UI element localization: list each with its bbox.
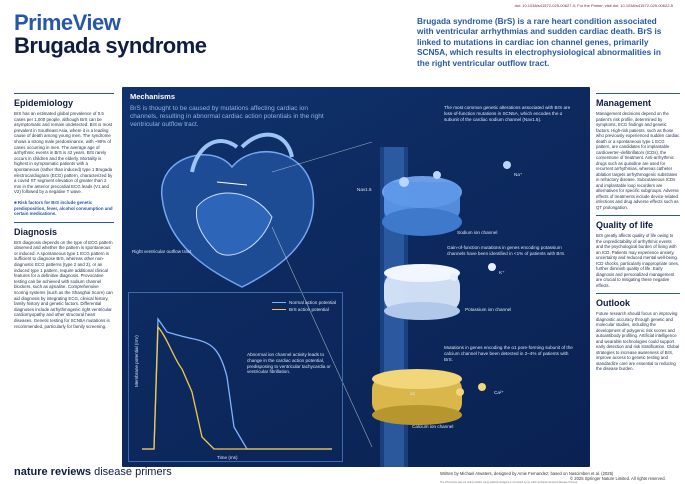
legend-brs: BrS action potential	[272, 307, 336, 312]
action-potential-plot	[142, 317, 332, 450]
page-title: Brugada syndrome	[14, 33, 207, 58]
calcium-text: Mutations in genes encoding the α1 pore-…	[444, 345, 573, 362]
mechanisms-illustration	[142, 132, 511, 467]
legend-swatch-brs	[272, 308, 286, 311]
divider	[14, 93, 114, 94]
divider	[596, 93, 680, 94]
journal-logo: nature reviews disease primers	[14, 466, 172, 478]
potassium-channel-label: Potassium ion channel	[465, 307, 512, 312]
diagnosis-text: BrS diagnosis depends on the type of ECG…	[14, 239, 113, 329]
risk-factors-note: ■ Risk factors for BrS include genetic p…	[14, 199, 113, 217]
header: PrimeView Brugada syndrome	[14, 12, 209, 58]
potassium-text: Gain-of-function mutations in genes enco…	[447, 245, 566, 256]
ca-ion-label: Ca²⁺	[494, 390, 504, 395]
intro-text: Brugada syndrome (BrS) is a rare heart c…	[417, 16, 662, 68]
mechanisms-title: Mechanisms	[130, 92, 176, 101]
brand-title: PrimeView	[14, 10, 121, 35]
nav-label: Nav1.5	[357, 187, 372, 192]
calcium-channel	[372, 369, 462, 425]
legend-brs-label: BrS action potential	[289, 307, 329, 312]
na-ion-label: Na⁺	[514, 172, 523, 177]
calcium-channel-label: Calcium ion channel	[412, 424, 454, 429]
logo-bold: nature reviews	[14, 466, 92, 478]
right-column: Management Management decisions depend o…	[596, 88, 680, 372]
divider	[596, 215, 680, 216]
sodium-channel-label: Sodium ion channel	[457, 230, 498, 235]
heart-illustration	[161, 132, 315, 288]
epidemiology-title: Epidemiology	[14, 98, 74, 108]
y-axis-label: Membrane potential (mV)	[134, 335, 139, 387]
outlook-text: Future research should focus on improvin…	[596, 311, 680, 371]
quality-text: BrS greatly affects quality of life owin…	[596, 233, 680, 288]
fine-print: The PrimeView was not visibly drafted us…	[440, 481, 578, 484]
epidemiology-text: BrS has an estimated global prevalence o…	[14, 111, 113, 195]
legend: Normal action potential BrS action poten…	[272, 300, 336, 314]
sodium-text: The most common genetic alterations asso…	[444, 105, 571, 122]
quality-title: Quality of life	[596, 220, 654, 230]
rvot-label: Right ventricular outflow tract	[132, 249, 192, 254]
divider	[14, 221, 114, 223]
sodium-channel	[382, 176, 462, 236]
mechanisms-panel: Mechanisms BrS is thought to be caused b…	[122, 87, 590, 467]
potassium-channel	[384, 264, 460, 320]
action-potential-box	[128, 292, 343, 462]
logo-light: disease primers	[91, 466, 172, 478]
legend-normal: Normal action potential	[272, 300, 336, 305]
legend-normal-label: Normal action potential	[289, 300, 336, 305]
doi-line: doi: 10.1038/s41572-025-00627-0; For the…	[514, 3, 673, 8]
alpha-label: α1	[410, 391, 416, 396]
legend-swatch-normal	[272, 301, 286, 304]
divider	[596, 293, 680, 294]
diagnosis-title: Diagnosis	[14, 226, 58, 237]
k-ion-label: K⁺	[499, 270, 505, 275]
outlook-title: Outlook	[596, 298, 630, 308]
copyright-line: © 2025 Springer Nature Limited. All righ…	[570, 476, 666, 481]
x-axis-label: Time (ms)	[217, 455, 238, 460]
left-column: Epidemiology BrS has an estimated global…	[14, 88, 114, 329]
abnormal-text: Abnormal ion channel activity leads to c…	[247, 352, 331, 375]
management-text: Management decisions depend on the patie…	[596, 111, 680, 210]
mechanisms-subtitle: BrS is thought to be caused by mutations…	[130, 105, 324, 128]
credit-line: Written by Michael Atwaters, designed by…	[440, 471, 614, 476]
management-title: Management	[596, 98, 652, 108]
